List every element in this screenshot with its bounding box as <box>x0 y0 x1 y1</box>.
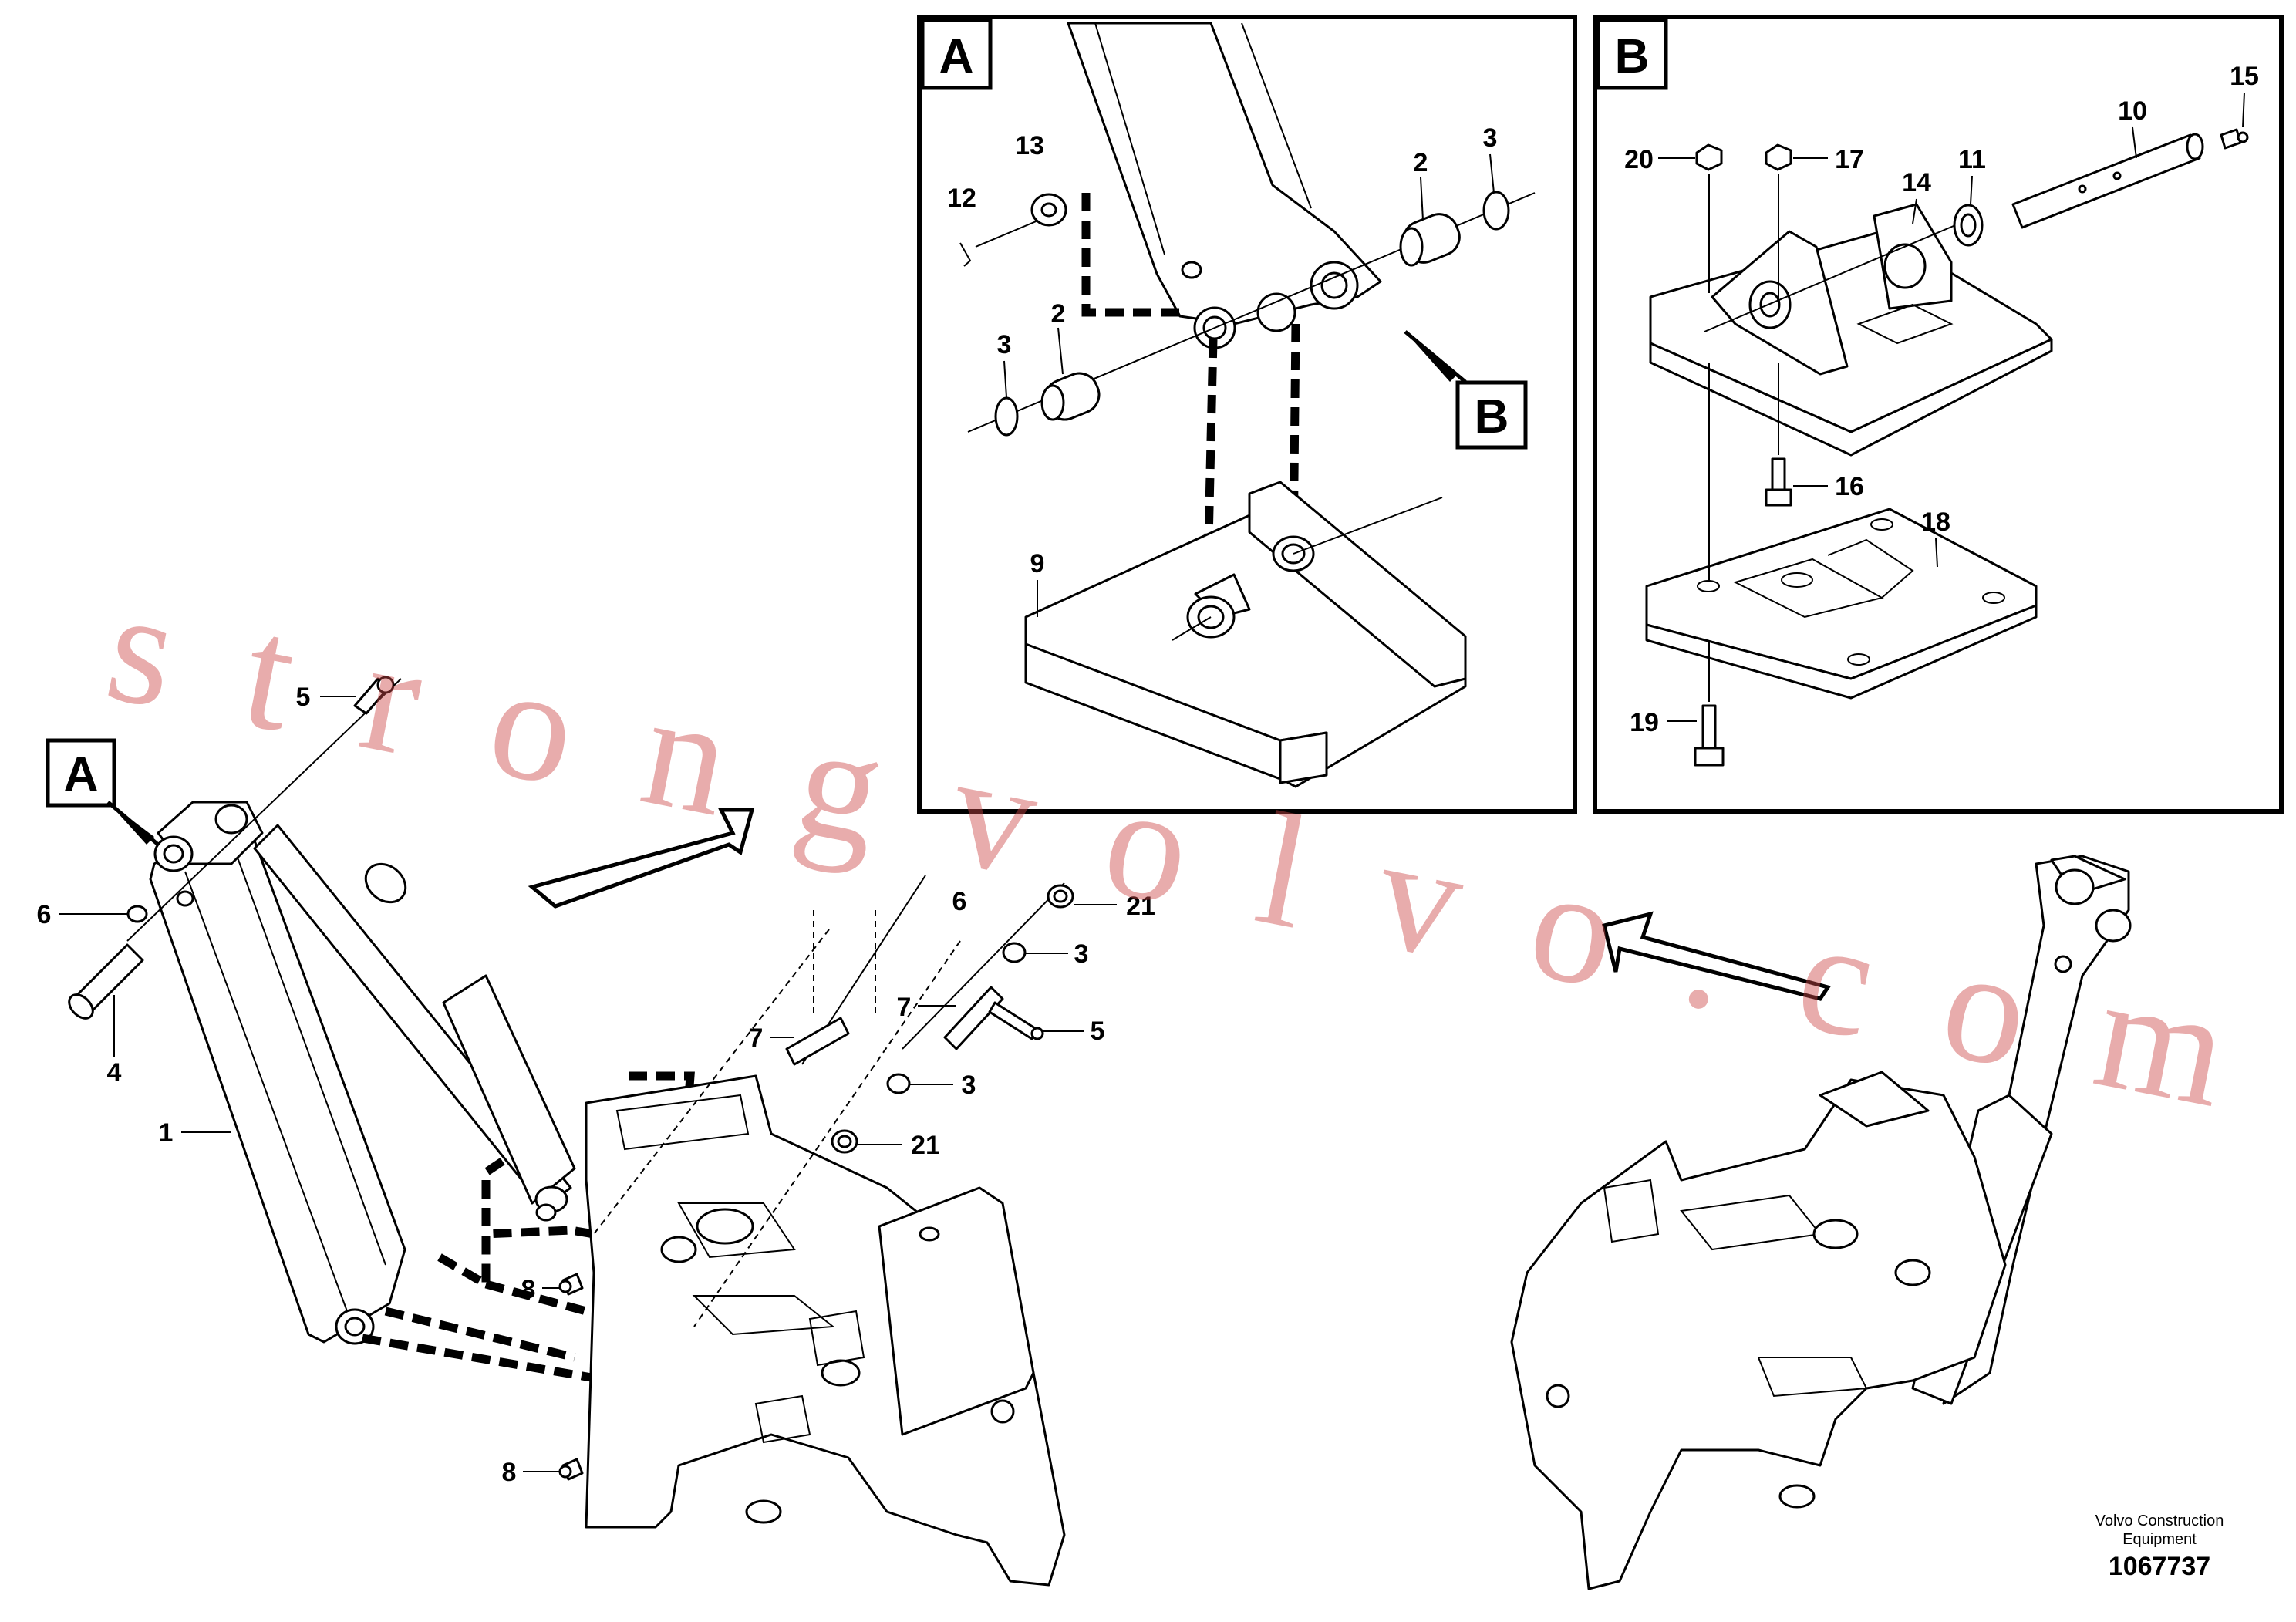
main-ref-a: A <box>64 748 99 801</box>
pin-10 <box>2011 133 2204 229</box>
callout-21-upper: 21 <box>1126 892 1155 921</box>
detail-b-panel: B <box>1593 15 2284 814</box>
base-18 <box>1645 363 2038 700</box>
callout-18: 18 <box>1921 508 1950 537</box>
callout-21-lower: 21 <box>911 1131 940 1160</box>
callout-8-upper: 8 <box>521 1275 536 1304</box>
ring-11 <box>1953 204 1984 247</box>
bolt-5-top <box>353 676 395 715</box>
callout-15: 15 <box>2230 62 2259 91</box>
front-frame <box>585 1074 1066 1587</box>
pin-12 <box>959 242 972 267</box>
callout-19: 19 <box>1630 708 1659 737</box>
callout-14: 14 <box>1902 168 1931 197</box>
bolt-16 <box>1765 363 1792 507</box>
figure-number: 1067737 <box>2109 1552 2210 1581</box>
callout-5-top: 5 <box>296 683 311 712</box>
callout-3-lower: 3 <box>962 1071 976 1100</box>
callout-2-left: 2 <box>1051 299 1066 329</box>
callout-12: 12 <box>947 184 976 213</box>
callout-6-right: 6 <box>952 887 967 916</box>
callout-1: 1 <box>159 1118 174 1148</box>
pin-4 <box>68 943 144 1020</box>
bushing-2-left <box>1040 372 1101 421</box>
nipple-8-lower <box>558 1458 584 1481</box>
main-assembly-right <box>1510 855 2132 1590</box>
bolt-19 <box>1694 640 1725 767</box>
callout-3-upper: 3 <box>1074 939 1089 969</box>
company-line-2: Equipment <box>2122 1531 2197 1548</box>
nut-20 <box>1695 143 1723 293</box>
bracket-14 <box>1649 203 2053 457</box>
callout-17: 17 <box>1835 145 1864 174</box>
nipple-8-upper <box>558 1273 584 1296</box>
pin-7-left <box>785 1017 850 1066</box>
direction-arrow-right <box>1601 911 1832 1001</box>
ring-3-lower <box>886 1073 911 1094</box>
boom-arm <box>1067 22 1382 325</box>
detail-b-letter: B <box>1615 30 1650 83</box>
washer-6-left <box>126 905 148 923</box>
pin-7-right <box>943 986 1004 1050</box>
bracket-9 <box>1024 481 1467 788</box>
callout-5-right: 5 <box>1091 1017 1105 1046</box>
hydraulic-cylinder <box>253 824 576 1222</box>
main-assembly-left: A <box>37 676 1155 1587</box>
callout-10: 10 <box>2118 96 2147 126</box>
detail-a-panel: A <box>917 15 1577 814</box>
ring-3-upper <box>1002 942 1027 963</box>
callout-13: 13 <box>1015 131 1044 160</box>
callout-4: 4 <box>107 1058 122 1088</box>
callout-2-right: 2 <box>1414 148 1428 177</box>
callout-6-left: 6 <box>37 900 52 929</box>
grease-nipple-15 <box>2220 128 2249 150</box>
callout-16: 16 <box>1835 472 1864 501</box>
ring-3-right <box>1482 191 1510 231</box>
callout-3-left: 3 <box>997 330 1012 359</box>
rear-frame <box>1510 1071 2007 1590</box>
callout-3-right: 3 <box>1483 123 1498 153</box>
bolt-5-right <box>988 1001 1044 1040</box>
callout-7-left: 7 <box>749 1023 764 1053</box>
callout-8-lower: 8 <box>502 1458 517 1487</box>
nut-17 <box>1765 143 1792 301</box>
callout-9: 9 <box>1030 549 1045 578</box>
callout-7-right: 7 <box>897 993 912 1022</box>
callout-20: 20 <box>1624 145 1654 174</box>
bushing-2-right <box>1399 213 1461 267</box>
ring-3-left <box>994 396 1019 437</box>
footer: Volvo Construction Equipment 1067737 <box>2095 1512 2224 1581</box>
direction-arrow-left <box>528 808 755 909</box>
callout-11: 11 <box>1958 145 1986 174</box>
detail-a-letter: A <box>939 30 974 83</box>
detail-a-ref-b: B <box>1475 390 1509 443</box>
company-line-1: Volvo Construction <box>2095 1512 2224 1529</box>
